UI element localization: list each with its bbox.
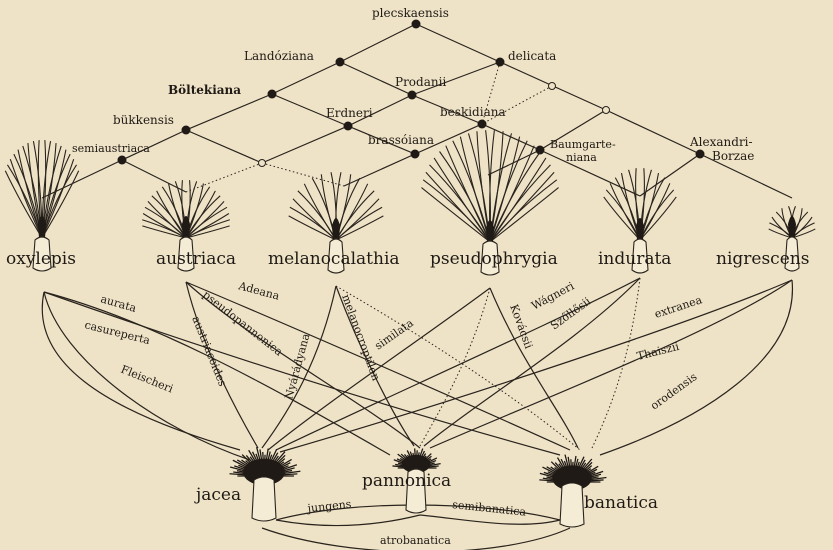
label-baumgarteniana: Baumgarte-niana (550, 138, 616, 164)
label-pannonica: pannonica (362, 471, 451, 491)
label-austriaca: austriaca (156, 249, 236, 269)
plant-austriaca (142, 180, 230, 272)
hybrid-labels: plecskaensis Landóziana delicata Prodani… (72, 6, 754, 164)
flower-jacea (229, 446, 301, 522)
upper-species-labels: oxylepis austriaca melanocalathia pseudo… (6, 249, 809, 269)
label-erdneri: Erdneri (326, 106, 373, 120)
label-bukkensis: bükkensis (113, 113, 174, 127)
label-landoziana: Landóziana (244, 49, 314, 63)
lattice-nodes (117, 19, 705, 167)
label-alexandri: Alexandri-Borzae (689, 135, 754, 163)
label-fleischeri: Fleischeri (119, 363, 176, 396)
lower-species-plants (229, 446, 607, 528)
lower-species-labels: jacea pannonica banatica (194, 471, 658, 513)
label-adeana: Adeana (236, 279, 281, 303)
cross-links (41, 277, 793, 550)
label-similata: similata (372, 316, 416, 352)
label-casureperta: casureperta (83, 318, 152, 347)
plant-nigrescens (768, 206, 816, 272)
label-kovacsii: Kovácsii (507, 303, 535, 351)
label-semiaustriaca: semiaustriaca (72, 142, 150, 155)
label-semibanatica: semibanatica (452, 498, 527, 519)
label-jacea: jacea (194, 485, 241, 505)
label-nyaradyana: Nyárádyana (282, 332, 312, 401)
label-delicata: delicata (508, 49, 556, 63)
flower-pannonica (392, 448, 441, 514)
lattice-lines (41, 23, 793, 199)
plant-indurata (603, 168, 677, 274)
label-melanocroptilon: melanocroptilon (339, 293, 382, 383)
upper-species-plants (4, 130, 816, 276)
label-nigrescens: nigrescens (716, 249, 809, 269)
label-atrobanatica: atrobanatica (380, 534, 451, 547)
label-pseudophrygia: pseudophrygia (430, 249, 558, 269)
label-jungens: jungens (305, 497, 352, 515)
label-melanocalathia: melanocalathia (268, 249, 400, 269)
label-brassoiana: brassóiana (368, 133, 434, 147)
label-plecskaensis: plecskaensis (372, 6, 449, 20)
label-boltekiana: Böltekiana (168, 83, 241, 97)
label-thaiszii: Thaiszii (636, 340, 681, 363)
label-oxylepis: oxylepis (6, 249, 76, 269)
label-orodensis: orodensis (648, 370, 700, 412)
label-austriacoides: austriacoides (189, 314, 229, 388)
plant-oxylepis (4, 140, 80, 272)
label-prodanii: Prodanii (395, 75, 446, 89)
label-beskidiana: beskidiana (440, 105, 506, 119)
flower-banatica (539, 454, 607, 528)
label-banatica: banatica (584, 493, 658, 513)
plant-melanocalathia (288, 172, 384, 274)
label-indurata: indurata (598, 249, 671, 269)
plant-pseudophrygia (421, 130, 559, 276)
